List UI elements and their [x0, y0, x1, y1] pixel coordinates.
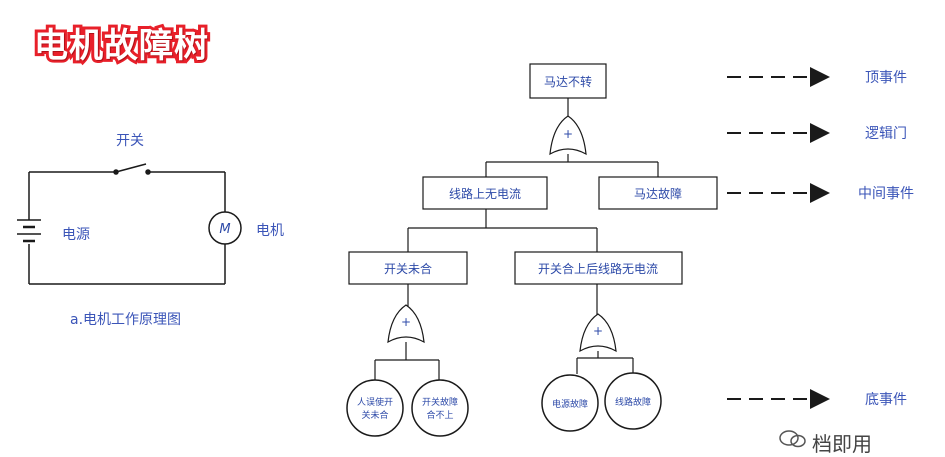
- svg-text:开关故障: 开关故障: [422, 396, 458, 408]
- switch-label: 开关: [116, 133, 144, 149]
- basic-event-switch-fault: 开关故障 合不上: [411, 379, 469, 437]
- top-event-box: 马达不转: [529, 63, 607, 99]
- power-label: 电源: [62, 227, 90, 243]
- motor-symbol: M: [219, 222, 230, 237]
- legend-top-event: 顶事件: [865, 70, 907, 86]
- battery-icon: [17, 219, 41, 243]
- motor-icon: M: [208, 211, 242, 245]
- basic-event-human-error: 人误使开 关未合: [346, 379, 404, 437]
- legend-basic-event: 底事件: [865, 392, 907, 408]
- tree-connectors: [374, 98, 659, 380]
- svg-text:马达不转: 马达不转: [544, 74, 592, 89]
- circuit-diagram: [28, 163, 226, 285]
- intermediate-event-box-no-current: 开关合上后线路无电流: [514, 251, 683, 285]
- svg-text:+: +: [563, 127, 573, 141]
- circuit-caption: a.电机工作原理图: [70, 312, 181, 328]
- or-gate-top: +: [549, 115, 587, 156]
- svg-text:电源故障: 电源故障: [552, 398, 588, 410]
- basic-event-line-fault: 线路故障: [604, 372, 662, 430]
- intermediate-event-box-left: 线路上无电流: [422, 176, 548, 210]
- svg-text:开关合上后线路无电流: 开关合上后线路无电流: [538, 261, 658, 276]
- intermediate-event-box-right: 马达故障: [598, 176, 718, 210]
- svg-text:合不上: 合不上: [426, 409, 453, 421]
- legend-intermediate-event: 中间事件: [858, 186, 914, 202]
- svg-text:+: +: [593, 324, 603, 338]
- svg-text:人误使开: 人误使开: [357, 396, 393, 408]
- svg-text:+: +: [401, 315, 411, 329]
- motor-label: 电机: [256, 223, 284, 239]
- or-gate-right: +: [579, 313, 617, 353]
- basic-event-power-fault: 电源故障: [541, 374, 599, 432]
- svg-text:线路故障: 线路故障: [615, 396, 651, 408]
- svg-text:关未合: 关未合: [361, 409, 388, 421]
- wechat-icon: [779, 430, 806, 448]
- svg-text:线路上无电流: 线路上无电流: [449, 186, 521, 201]
- or-gate-left: +: [387, 304, 425, 344]
- page-title: 电机故障树: [31, 23, 211, 69]
- svg-text:马达故障: 马达故障: [634, 186, 682, 201]
- switch-blade: [115, 163, 147, 173]
- svg-text:开关未合: 开关未合: [384, 261, 432, 276]
- legend-logic-gate: 逻辑门: [865, 126, 907, 142]
- watermark: 档即用: [812, 432, 872, 456]
- intermediate-event-box-switch-open: 开关未合: [348, 251, 468, 285]
